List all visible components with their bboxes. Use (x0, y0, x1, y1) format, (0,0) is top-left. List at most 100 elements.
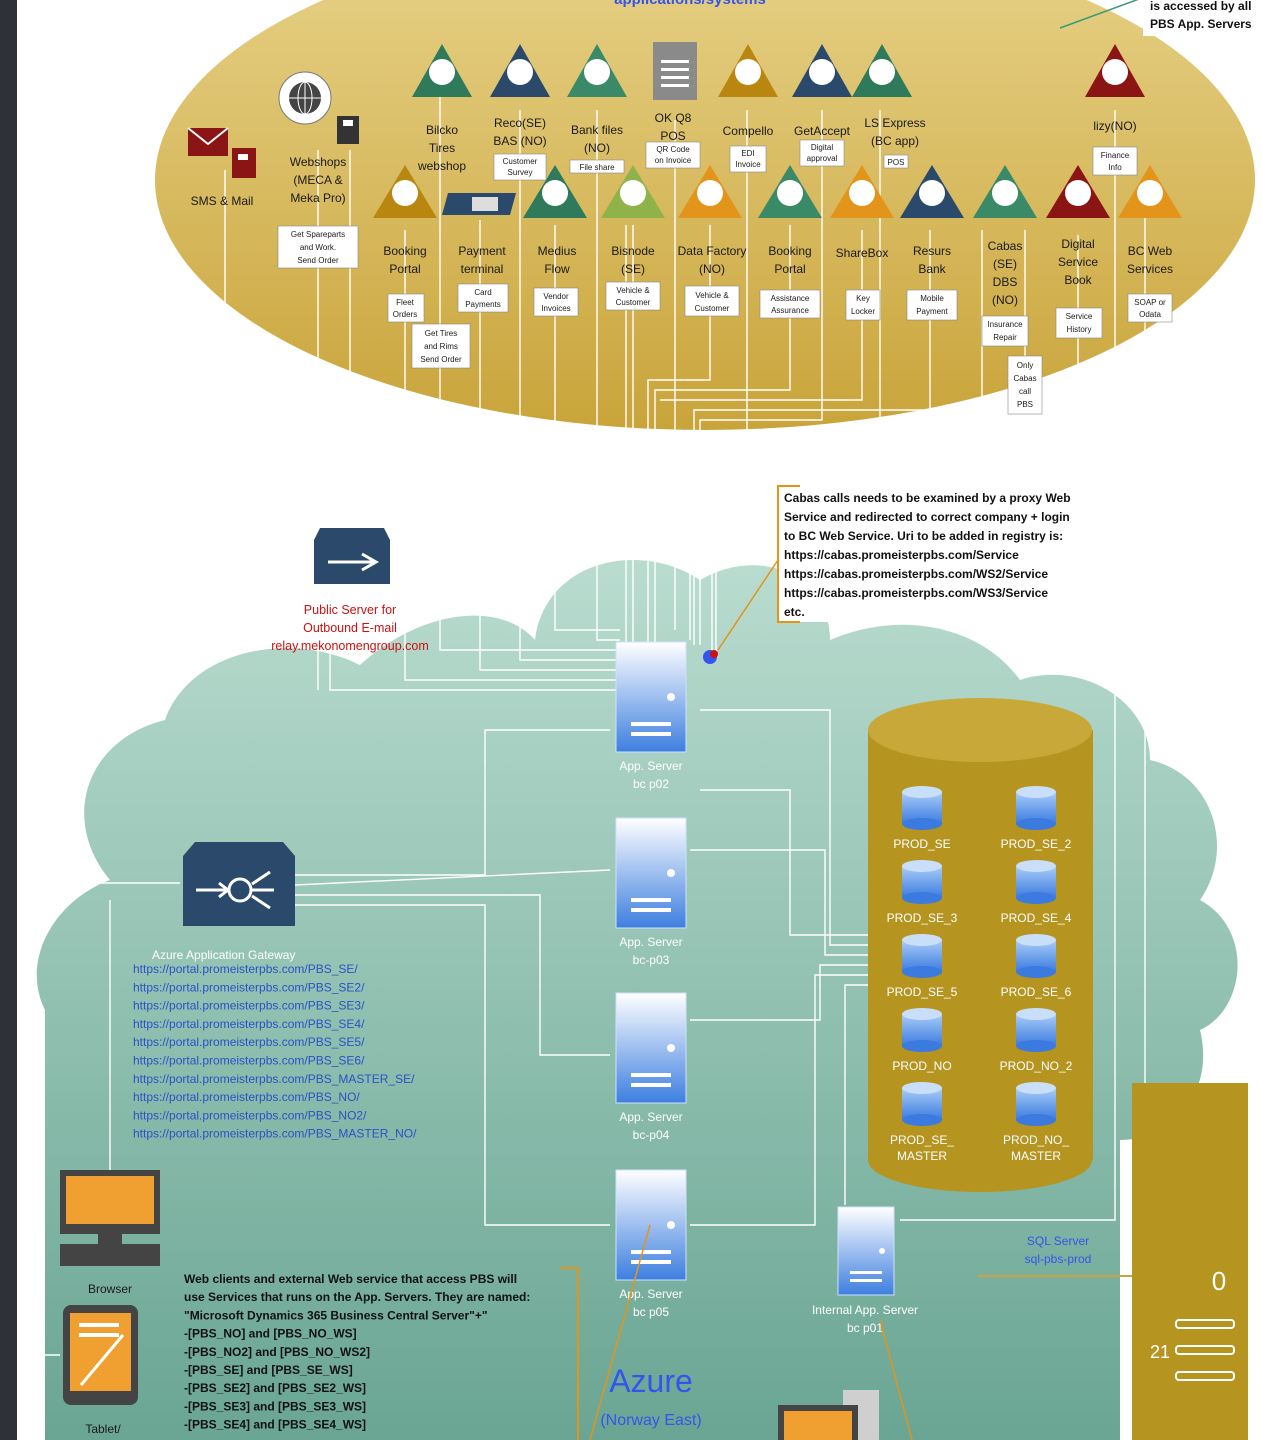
gateway-url: https://portal.promeisterpbs.com/PBS_SE3… (133, 999, 365, 1013)
sublabel: Key (856, 294, 870, 303)
mail-relay: Public Server for Outbound E-mail relay.… (271, 528, 429, 653)
system-label: Data Factory (678, 244, 747, 258)
database-icon: PROD_SE (893, 786, 951, 851)
sublabel: and Work. (300, 243, 336, 252)
bisnode-icon (601, 165, 665, 218)
system-label: Bank (918, 262, 946, 276)
system-label: terminal (461, 262, 504, 276)
corner-note-box (1143, 0, 1263, 36)
medius-icon (523, 165, 587, 218)
system-icons (187, 42, 1182, 218)
lizy-icon (1085, 44, 1145, 97)
desktop-icon (778, 1390, 879, 1440)
system-label: LS Express (864, 116, 925, 130)
database-icon: PROD_SE_5 (887, 934, 958, 999)
sublabel: Vendor (543, 292, 569, 301)
sql-database-cylinder (868, 698, 1093, 1192)
datafactory-icon (678, 165, 742, 218)
tablet-label: Tablet/ (85, 1422, 121, 1436)
tires-rims-note: and Rims (424, 342, 458, 351)
gateway-url: https://portal.promeisterpbs.com/PBS_SE4… (133, 1017, 365, 1031)
cabas-icon (973, 165, 1037, 218)
cabas-note-line: Service and redirected to correct compan… (784, 510, 1070, 524)
cabas-note-line: https://cabas.promeisterpbs.com/WS2/Serv… (784, 567, 1048, 581)
sublabel: Payments (465, 300, 501, 309)
gateway-url-list: https://portal.promeisterpbs.com/PBS_SE/… (133, 962, 417, 1141)
gateway-url: https://portal.promeisterpbs.com/PBS_NO2… (133, 1108, 367, 1122)
sublabel: Digital (811, 143, 833, 152)
sublabel: POS (888, 158, 905, 167)
corner-note-1: is accessed by all (1150, 0, 1251, 13)
sql-server: SQL Server sql-pbs-prod 0 21 (978, 1083, 1248, 1440)
database-label: PROD_SE_5 (887, 985, 958, 999)
sublabel: Customer (503, 157, 538, 166)
database-icon: PROD_NO_2 (1000, 1008, 1073, 1073)
sublabel: Mobile (920, 294, 944, 303)
sublabel: Invoice (735, 160, 761, 169)
system-label: Digital (1061, 237, 1094, 251)
system-labels: Bilcko Tires webshop Reco(SE) BAS (NO) B… (191, 111, 1173, 307)
sublabel: Assurance (771, 306, 809, 315)
app-server-label: App. Server (619, 1287, 682, 1301)
database-icon: PROD_SE_2 (1001, 786, 1072, 851)
system-label: Booking (383, 244, 426, 258)
cabas-note-line: etc. (784, 605, 805, 619)
system-label: ShareBox (836, 246, 889, 260)
system-label: Bilcko (426, 123, 458, 137)
sublabel: Service (1066, 312, 1093, 321)
sublabel: Locker (851, 307, 875, 316)
system-label: (SE) (993, 257, 1017, 271)
system-label: Meka Pro) (290, 191, 345, 205)
database-label: PROD_SE_ (890, 1133, 954, 1147)
database-label: PROD_SE_6 (1001, 985, 1072, 999)
lsexpress-icon (852, 44, 912, 97)
router-icon (314, 528, 390, 584)
database-label: PROD_NO_2 (1000, 1059, 1073, 1073)
sublabel: Repair (993, 333, 1017, 342)
system-label: (NO) (992, 293, 1018, 307)
internal-server-label: bc p01 (847, 1321, 883, 1335)
system-label: webshop (417, 159, 466, 173)
system-label: BC Web (1128, 244, 1173, 258)
database-label: PROD_NO (892, 1059, 951, 1073)
system-label: Cabas (988, 239, 1023, 253)
system-label: (NO) (699, 262, 725, 276)
sublabel: Card (474, 288, 491, 297)
app-servers: App. Server bc p02 App. Server bc-p03 Ap… (589, 641, 918, 1440)
document-icon (653, 42, 697, 100)
database-label: PROD_SE_2 (1001, 837, 1072, 851)
sublabel: Invoices (541, 304, 570, 313)
gateway-url: https://portal.promeisterpbs.com/PBS_MAS… (133, 1127, 417, 1141)
web-clients-note: Web clients and external Web service tha… (184, 1267, 579, 1440)
sublabel: Customer (616, 298, 651, 307)
system-label: Service (1058, 255, 1098, 269)
server-tower (1132, 1083, 1248, 1440)
app-server-label: bc p02 (633, 777, 669, 791)
system-label: Services (1127, 262, 1173, 276)
azure-title: Azure (609, 1363, 693, 1399)
database-icon: PROD_SE_MASTER (890, 1082, 954, 1163)
web-clients-note-line: "Microsoft Dynamics 365 Business Central… (184, 1308, 488, 1322)
sublabel: Vehicle & (616, 286, 650, 295)
cabas-only-note: Cabas (1013, 374, 1036, 383)
system-label: DBS (993, 275, 1018, 289)
web-clients-note-line: -[PBS_SE4] and [PBS_SE4_WS] (184, 1418, 366, 1432)
web-clients-note-line: -[PBS_NO2] and [PBS_NO_WS2] (184, 1345, 370, 1359)
sublabel: Get Spareparts (291, 230, 345, 239)
system-label: GetAccept (794, 124, 851, 138)
corner-note-2: PBS App. Servers (1150, 17, 1252, 31)
app-server-icon (615, 817, 687, 929)
mail-relay-label: relay.mekonomengroup.com (271, 639, 428, 653)
system-label: (BC app) (871, 134, 919, 148)
app-server-label: bc-p03 (633, 953, 670, 967)
sublabel: QR Code (656, 145, 690, 154)
cabas-only-note: PBS (1017, 400, 1033, 409)
resurs-icon (900, 165, 964, 218)
gateway-url: https://portal.promeisterpbs.com/PBS_NO/ (133, 1090, 360, 1104)
sublabel: EDI (741, 149, 754, 158)
web-clients-note-line: -[PBS_SE2] and [PBS_SE2_WS] (184, 1381, 366, 1395)
system-label: (NO) (584, 141, 610, 155)
database-label: PROD_SE_3 (887, 911, 958, 925)
database-icon: PROD_SE_3 (887, 860, 958, 925)
sublabel: History (1067, 325, 1092, 334)
